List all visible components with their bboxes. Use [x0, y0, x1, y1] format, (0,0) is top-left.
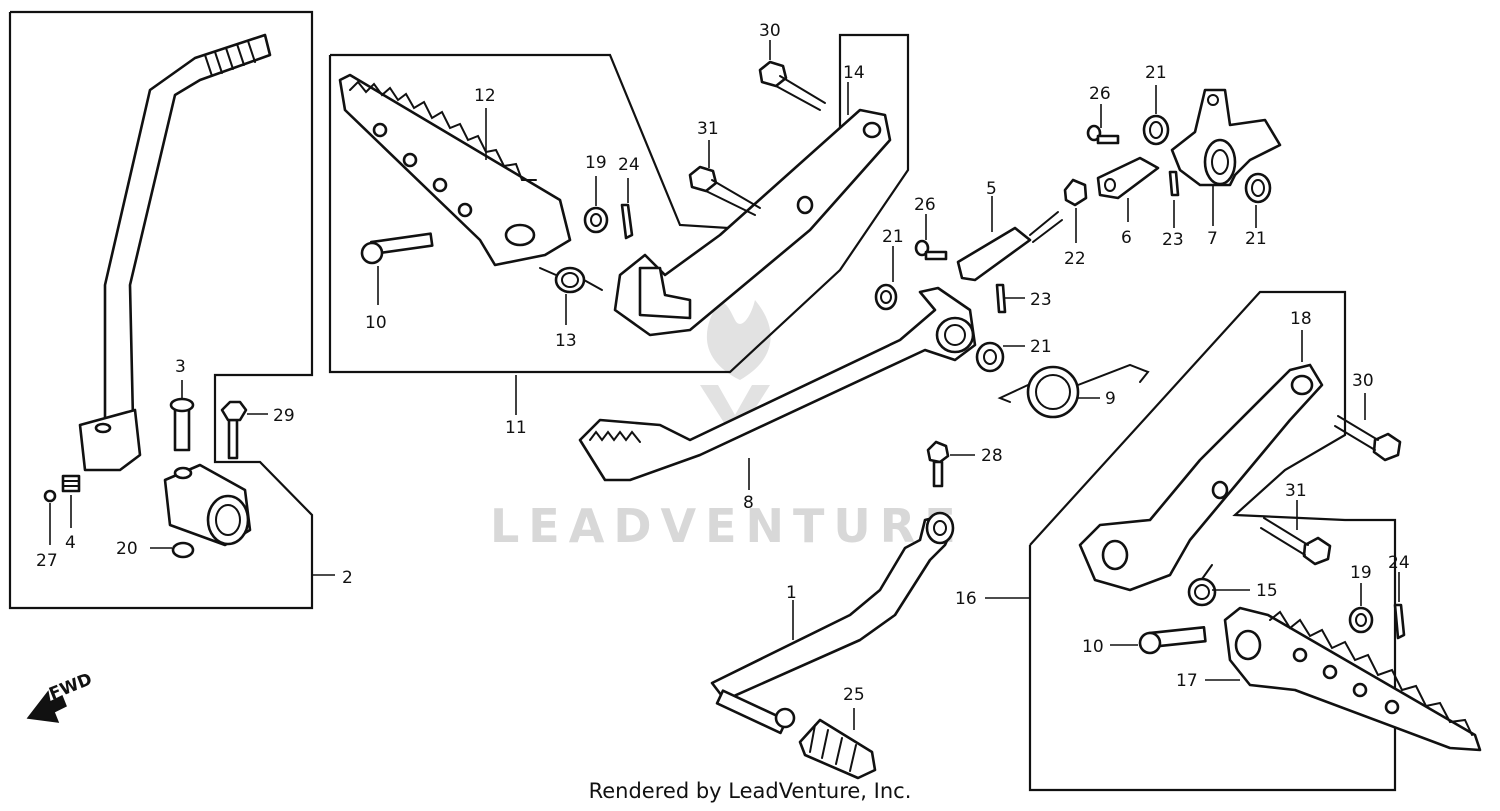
- callout-30-right: 30: [759, 21, 781, 41]
- callout-21-d: 21: [1245, 229, 1267, 249]
- callout-21-b: 21: [1030, 337, 1052, 357]
- callout-19-left: 19: [1350, 563, 1372, 583]
- washer-19-right: [583, 206, 609, 234]
- callout-10-right: 10: [365, 313, 387, 333]
- washer-21d: [1244, 172, 1272, 204]
- callout-20: 20: [116, 539, 138, 559]
- callout-18: 18: [1290, 309, 1312, 329]
- washer-21c: [1142, 114, 1170, 146]
- cotter-pin-24-right: [620, 203, 634, 240]
- joint-6: [1096, 156, 1160, 200]
- callout-1: 1: [786, 583, 797, 603]
- washer-19-left: [1348, 606, 1374, 634]
- callout-4: 4: [65, 533, 76, 553]
- callout-19-right: 19: [585, 153, 607, 173]
- callout-13: 13: [555, 331, 577, 351]
- callout-30-left: 30: [1352, 371, 1374, 391]
- pin-26b: [1086, 124, 1120, 145]
- brake-pedal-group: [578, 85, 1282, 490]
- forward-direction-indicator: FWD: [26, 669, 95, 723]
- kick-arm: [103, 33, 272, 422]
- bolt-29: [227, 418, 239, 460]
- callout-21-a: 21: [882, 227, 904, 247]
- callout-7: 7: [1207, 229, 1218, 249]
- ball-27: [43, 489, 57, 503]
- callout-6: 6: [1121, 228, 1132, 248]
- callout-17: 17: [1176, 671, 1198, 691]
- pivot-7: [1170, 88, 1282, 187]
- nut-22: [1063, 178, 1088, 207]
- washer-21a: [874, 283, 898, 311]
- watermark: LEADVENTURE: [490, 300, 965, 553]
- bolt-30-right: [758, 60, 826, 111]
- group-2-boundary: [8, 10, 314, 610]
- shift-rubber-25: [798, 718, 877, 780]
- callout-9: 9: [1105, 389, 1116, 409]
- callout-11: 11: [505, 418, 527, 438]
- footpeg-bracket-14: [613, 108, 892, 337]
- watermark-text: LEADVENTURE: [490, 499, 965, 553]
- callout-31-left: 31: [1285, 481, 1307, 501]
- spring-4: [61, 474, 81, 493]
- callout-2: 2: [342, 568, 353, 588]
- callout-29: 29: [273, 406, 295, 426]
- bolt-31-right: [688, 165, 761, 216]
- callout-3: 3: [175, 357, 186, 377]
- callout-24-right: 24: [618, 155, 640, 175]
- callout-23-a: 23: [1030, 290, 1052, 310]
- callout-23-b: 23: [1162, 230, 1184, 250]
- cotter-pin-23a: [995, 283, 1007, 314]
- callout-5: 5: [986, 179, 997, 199]
- callout-12: 12: [474, 86, 496, 106]
- spring-15: [1187, 564, 1217, 607]
- callout-15: 15: [1256, 581, 1278, 601]
- right-footpeg-group: [328, 33, 910, 415]
- spring-13: [539, 266, 603, 294]
- bolt-31-left: [1260, 517, 1332, 566]
- footpeg-12: [338, 73, 572, 267]
- footpeg-17: [1223, 606, 1482, 752]
- fwd-arrow-icon: [26, 690, 67, 723]
- callout-31-right: 31: [697, 119, 719, 139]
- footer-credit: Rendered by LeadVenture, Inc.: [588, 779, 912, 803]
- footpeg-bracket-18: [1078, 363, 1324, 592]
- callout-25: 25: [843, 685, 865, 705]
- callout-22: 22: [1064, 249, 1086, 269]
- group-16-boundary: [1028, 290, 1397, 792]
- cotter-pin-24-left: [1393, 603, 1406, 640]
- pin-10-left: [1138, 625, 1207, 655]
- washer-21b: [975, 341, 1005, 373]
- bolt-28: [926, 440, 950, 488]
- callout-21-c: 21: [1145, 63, 1167, 83]
- bolt-30-left: [1334, 415, 1402, 462]
- gearshift-pedal-group: [710, 440, 975, 780]
- brake-pedal-8: [578, 286, 977, 482]
- kick-starter-group: [8, 10, 335, 610]
- callout-16: 16: [955, 589, 977, 609]
- callout-8: 8: [743, 493, 754, 513]
- kick-arm-boss: [78, 408, 142, 472]
- callout-14: 14: [843, 63, 865, 83]
- callout-10-left: 10: [1082, 637, 1104, 657]
- group-11-boundary: [328, 33, 910, 374]
- callout-26-a: 26: [914, 195, 936, 215]
- brake-rod-5: [956, 211, 1063, 282]
- callout-labels: 1 2 3 4 5 6 7 8 9 10 10 11 12 13 14 15 1…: [36, 21, 1410, 705]
- spring-9: [997, 363, 1150, 419]
- cotter-pin-23b: [1168, 170, 1180, 197]
- left-footpeg-group: [985, 290, 1482, 792]
- callout-28: 28: [981, 446, 1003, 466]
- callout-27: 27: [36, 551, 58, 571]
- callout-26-b: 26: [1089, 84, 1111, 104]
- callout-24-left: 24: [1388, 553, 1410, 573]
- nut-20: [171, 541, 195, 559]
- pin-26a: [914, 239, 948, 261]
- fwd-label: FWD: [46, 669, 95, 704]
